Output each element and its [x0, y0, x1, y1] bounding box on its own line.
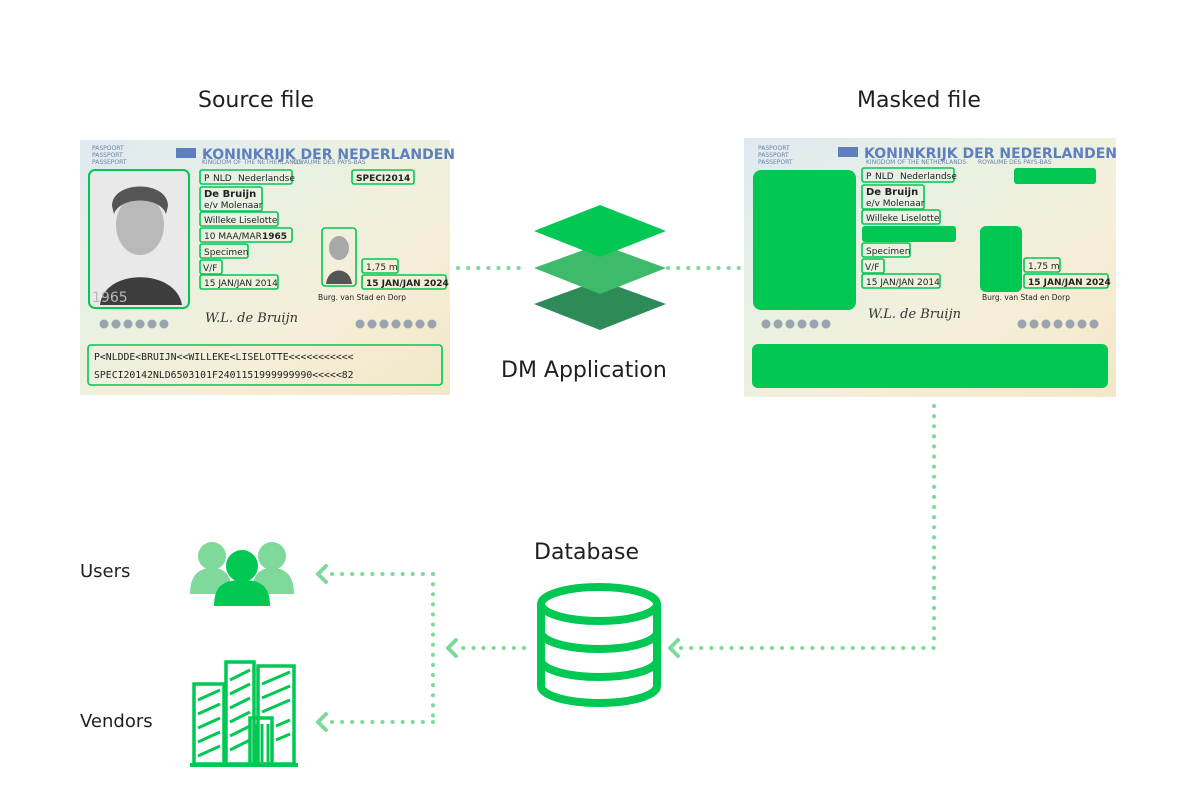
source-given-names: Willeke Liselotte	[204, 216, 278, 226]
svg-text:ROYAUME DES PAYS-BAS: ROYAUME DES PAYS-BAS	[292, 159, 366, 166]
masked-security-dots	[761, 319, 1099, 329]
source-country-title: KONINKRIJK DER NEDERLANDEN	[202, 147, 455, 163]
source-portrait-icon	[100, 186, 182, 305]
source-surname: De Bruijn	[204, 189, 256, 200]
arrow-head-users	[316, 564, 328, 584]
svg-text:PASSEPORT: PASSEPORT	[758, 159, 793, 166]
source-file-heading: Source file	[198, 88, 315, 113]
source-mrz-line-2: SPECI20142NLD6503101F2401151999999990<<<…	[94, 370, 354, 381]
svg-text:PASSPORT: PASSPORT	[758, 152, 789, 159]
mask-small-portrait	[980, 226, 1022, 292]
source-doc-type: PASPOORT	[92, 145, 124, 152]
svg-text:W.L. de Bruijn: W.L. de Bruijn	[868, 307, 961, 322]
masked-flag-icon	[838, 147, 858, 157]
mask-blocks	[752, 168, 1108, 388]
svg-text:Nederlandse: Nederlandse	[900, 172, 957, 182]
mask-doc-number	[1014, 168, 1096, 184]
source-security-dots	[99, 319, 437, 329]
svg-text:Nederlandse: Nederlandse	[238, 174, 295, 184]
svg-text:15 JAN/JAN 2014: 15 JAN/JAN 2014	[866, 278, 940, 288]
svg-text:Specimen: Specimen	[204, 248, 248, 258]
users-label: Users	[80, 561, 131, 582]
database-label: Database	[534, 540, 639, 565]
svg-text:PASPOORT: PASPOORT	[758, 145, 790, 152]
source-type-code: P	[204, 174, 210, 184]
source-doc-number: SPECI2014	[356, 174, 410, 184]
svg-text:V/F: V/F	[865, 263, 879, 273]
svg-text:PASSEPORT: PASSEPORT	[92, 159, 127, 166]
svg-text:PASSPORT: PASSPORT	[92, 152, 123, 159]
svg-text:V/F: V/F	[203, 264, 217, 274]
mask-photo	[753, 170, 856, 310]
mask-birth-date	[862, 226, 956, 242]
masked-file-heading: Masked file	[857, 88, 981, 113]
svg-text:e/v Molenaar: e/v Molenaar	[204, 201, 263, 211]
svg-text:1965: 1965	[92, 290, 128, 306]
source-flag-icon	[176, 148, 196, 158]
svg-text:15 JAN/JAN 2014: 15 JAN/JAN 2014	[204, 279, 278, 289]
arrow-head-database	[668, 638, 680, 658]
source-signature: W.L. de Bruijn	[205, 311, 298, 326]
mask-mrz	[752, 344, 1108, 388]
svg-text:Willeke Liselotte: Willeke Liselotte	[866, 214, 940, 224]
source-mrz-line-1: P<NLDDE<BRUIJN<<WILLEKE<LISELOTTE<<<<<<<…	[94, 352, 354, 363]
svg-text:NLD: NLD	[875, 172, 894, 182]
svg-text:1,75 m: 1,75 m	[1028, 262, 1060, 272]
svg-text:15 JAN/JAN 2024: 15 JAN/JAN 2024	[1028, 278, 1111, 288]
vendors-label: Vendors	[80, 711, 153, 732]
svg-text:ROYAUME DES PAYS-BAS: ROYAUME DES PAYS-BAS	[978, 159, 1052, 166]
arrow-head-vendors	[316, 712, 328, 732]
svg-text:10 MAA/MAR: 10 MAA/MAR	[204, 232, 262, 242]
svg-text:e/v Molenaar: e/v Molenaar	[866, 199, 925, 209]
svg-text:KINGDOM OF THE NETHERLANDS: KINGDOM OF THE NETHERLANDS	[202, 159, 302, 166]
svg-text:P: P	[866, 172, 872, 182]
svg-text:1965: 1965	[262, 232, 287, 242]
svg-text:Burg. van Stad en Dorp: Burg. van Stad en Dorp	[318, 293, 406, 302]
dm-application-label: DM Application	[501, 358, 667, 383]
svg-text:KINGDOM OF THE NETHERLANDS: KINGDOM OF THE NETHERLANDS	[866, 159, 966, 166]
arrow-head-split	[446, 638, 458, 658]
source-small-portrait-icon	[326, 236, 352, 284]
svg-text:1,75 m: 1,75 m	[366, 263, 398, 273]
svg-text:De Bruijn: De Bruijn	[866, 187, 918, 198]
svg-text:NLD: NLD	[213, 174, 232, 184]
svg-text:Burg. van Stad en Dorp: Burg. van Stad en Dorp	[982, 293, 1070, 302]
svg-text:Specimen: Specimen	[866, 247, 910, 257]
masked-country-title: KONINKRIJK DER NEDERLANDEN	[864, 146, 1117, 162]
connector-masked-to-database	[678, 404, 936, 650]
svg-text:15 JAN/JAN 2024: 15 JAN/JAN 2024	[366, 279, 449, 289]
